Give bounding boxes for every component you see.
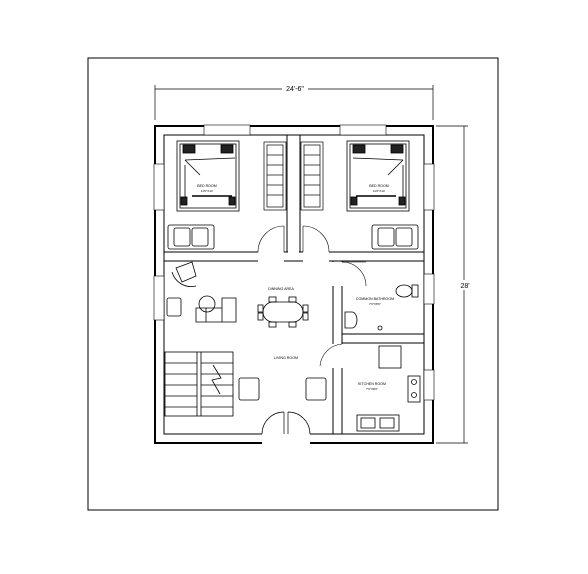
staircase [164, 351, 234, 417]
bedroom-right-name: BED ROOM [369, 184, 389, 188]
wardrobes [263, 141, 324, 211]
living-furniture [166, 261, 327, 401]
height-dimension-label: 28' [460, 283, 469, 290]
wall-bath-kitchen [341, 333, 425, 344]
width-dimension-label: 24'-6" [286, 86, 304, 93]
bathroom-name: COMMON BATHROOM [356, 297, 394, 301]
sheet-border [87, 57, 499, 511]
bedroom-right-size: 11'0"X14' [373, 189, 386, 193]
dining-name: DINNING AREA [268, 287, 294, 291]
windows [153, 124, 435, 401]
bedroom-left-name: BED ROOM [197, 184, 217, 188]
main-door [261, 411, 311, 435]
bathroom-size: 7'0"X8'0" [369, 302, 381, 306]
bedroom-left-size: 11'0"X14' [201, 189, 214, 193]
bed-left [176, 140, 240, 212]
kitchen-fixtures [356, 345, 421, 432]
kitchen-name: KITCHEN ROOM [358, 382, 386, 386]
kitchen-size: 7'0"X8'0" [366, 387, 378, 391]
bedroom-sofas [167, 224, 419, 250]
living-name: LIVING ROOM [274, 356, 298, 360]
wall-bedroom-living [163, 251, 425, 262]
bed-right [346, 140, 410, 212]
bathroom-fixtures [344, 284, 419, 331]
